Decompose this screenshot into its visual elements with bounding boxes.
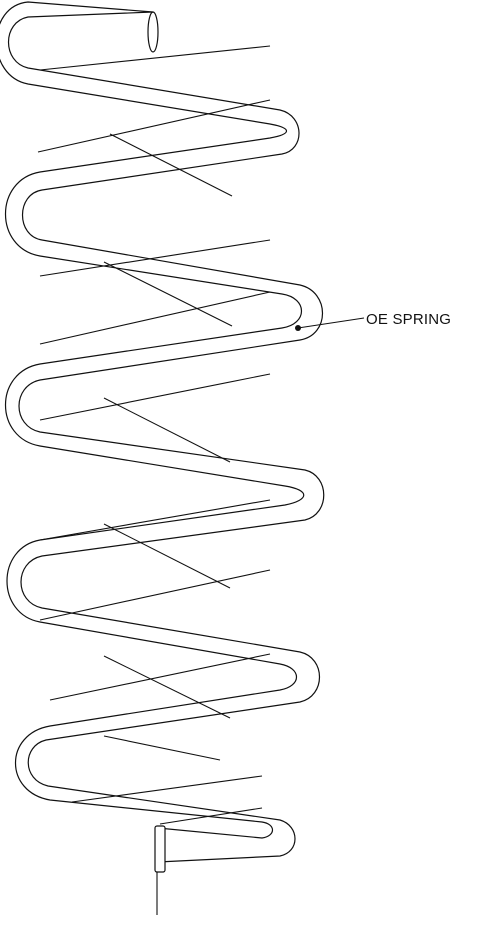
callout-leader — [295, 317, 365, 331]
coil-back-line — [39, 291, 271, 345]
coil-back-line — [49, 653, 271, 701]
coil-back-line — [103, 523, 231, 589]
coil-back-line — [71, 775, 263, 803]
coil-back-line — [109, 133, 233, 197]
coil-back-line — [39, 239, 271, 277]
oe-spring-label: OE SPRING — [366, 311, 452, 328]
coil-back-line — [39, 499, 271, 541]
coil-segment — [0, 1, 325, 863]
coil-back-line — [39, 569, 271, 621]
spring-coil — [0, 1, 325, 873]
coil-back-line — [103, 397, 231, 463]
spring-top-end — [147, 11, 159, 53]
coil-back-line — [37, 99, 271, 153]
coil-back-line — [103, 735, 221, 761]
coil-back-line — [159, 807, 263, 825]
callout-line — [297, 317, 365, 329]
coil-back-line — [39, 45, 271, 71]
spring-bottom-end — [154, 825, 166, 873]
coil-back-line — [103, 655, 231, 719]
coil-back-line — [39, 373, 271, 421]
coil-back-line — [103, 261, 233, 327]
